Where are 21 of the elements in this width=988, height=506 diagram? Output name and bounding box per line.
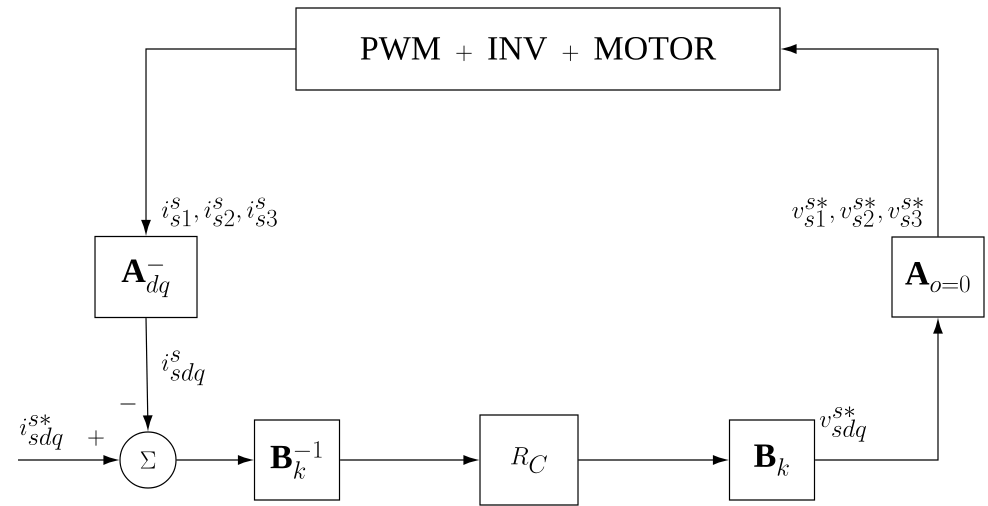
summing-junction: $\Sigma$	[119, 431, 177, 489]
block-box: $\mathbf{B}_{k}$	[728, 419, 816, 501]
arrow	[815, 320, 943, 461]
edge-label: $i^{s*}_{sdq}$	[18, 413, 65, 451]
block-box: $\mathbf{A}^{-}_{dq}$	[94, 236, 198, 318]
arrow	[176, 455, 252, 465]
edge-label: $i^{s}_{s1},i^{s}_{s2},i^{s}_{s3}$	[160, 196, 280, 228]
arrow	[340, 455, 478, 465]
edge-label: $i^{s}_{sdq}$	[160, 350, 207, 386]
block-box: $R_{C}$	[479, 414, 579, 506]
arrow	[578, 455, 727, 465]
sign-label: $+$	[88, 430, 104, 446]
block-box: $\mathbf{A}_{o=0}$	[891, 236, 985, 318]
edge-label: $v^{s*}_{s1},v^{s*}_{s2},v^{s*}_{s3}$	[790, 196, 926, 228]
edge-label: $v^{s*}_{sdq}$	[818, 405, 868, 443]
arrow	[141, 48, 296, 234]
arrow	[782, 44, 939, 236]
block-box: $\mathrm{PWM\ +\ INV\ +\ MOTOR}$	[295, 7, 781, 91]
block-box: $\mathbf{B}^{-1}_{k}$	[254, 419, 340, 501]
arrow	[143, 318, 152, 430]
arrow	[18, 455, 118, 465]
